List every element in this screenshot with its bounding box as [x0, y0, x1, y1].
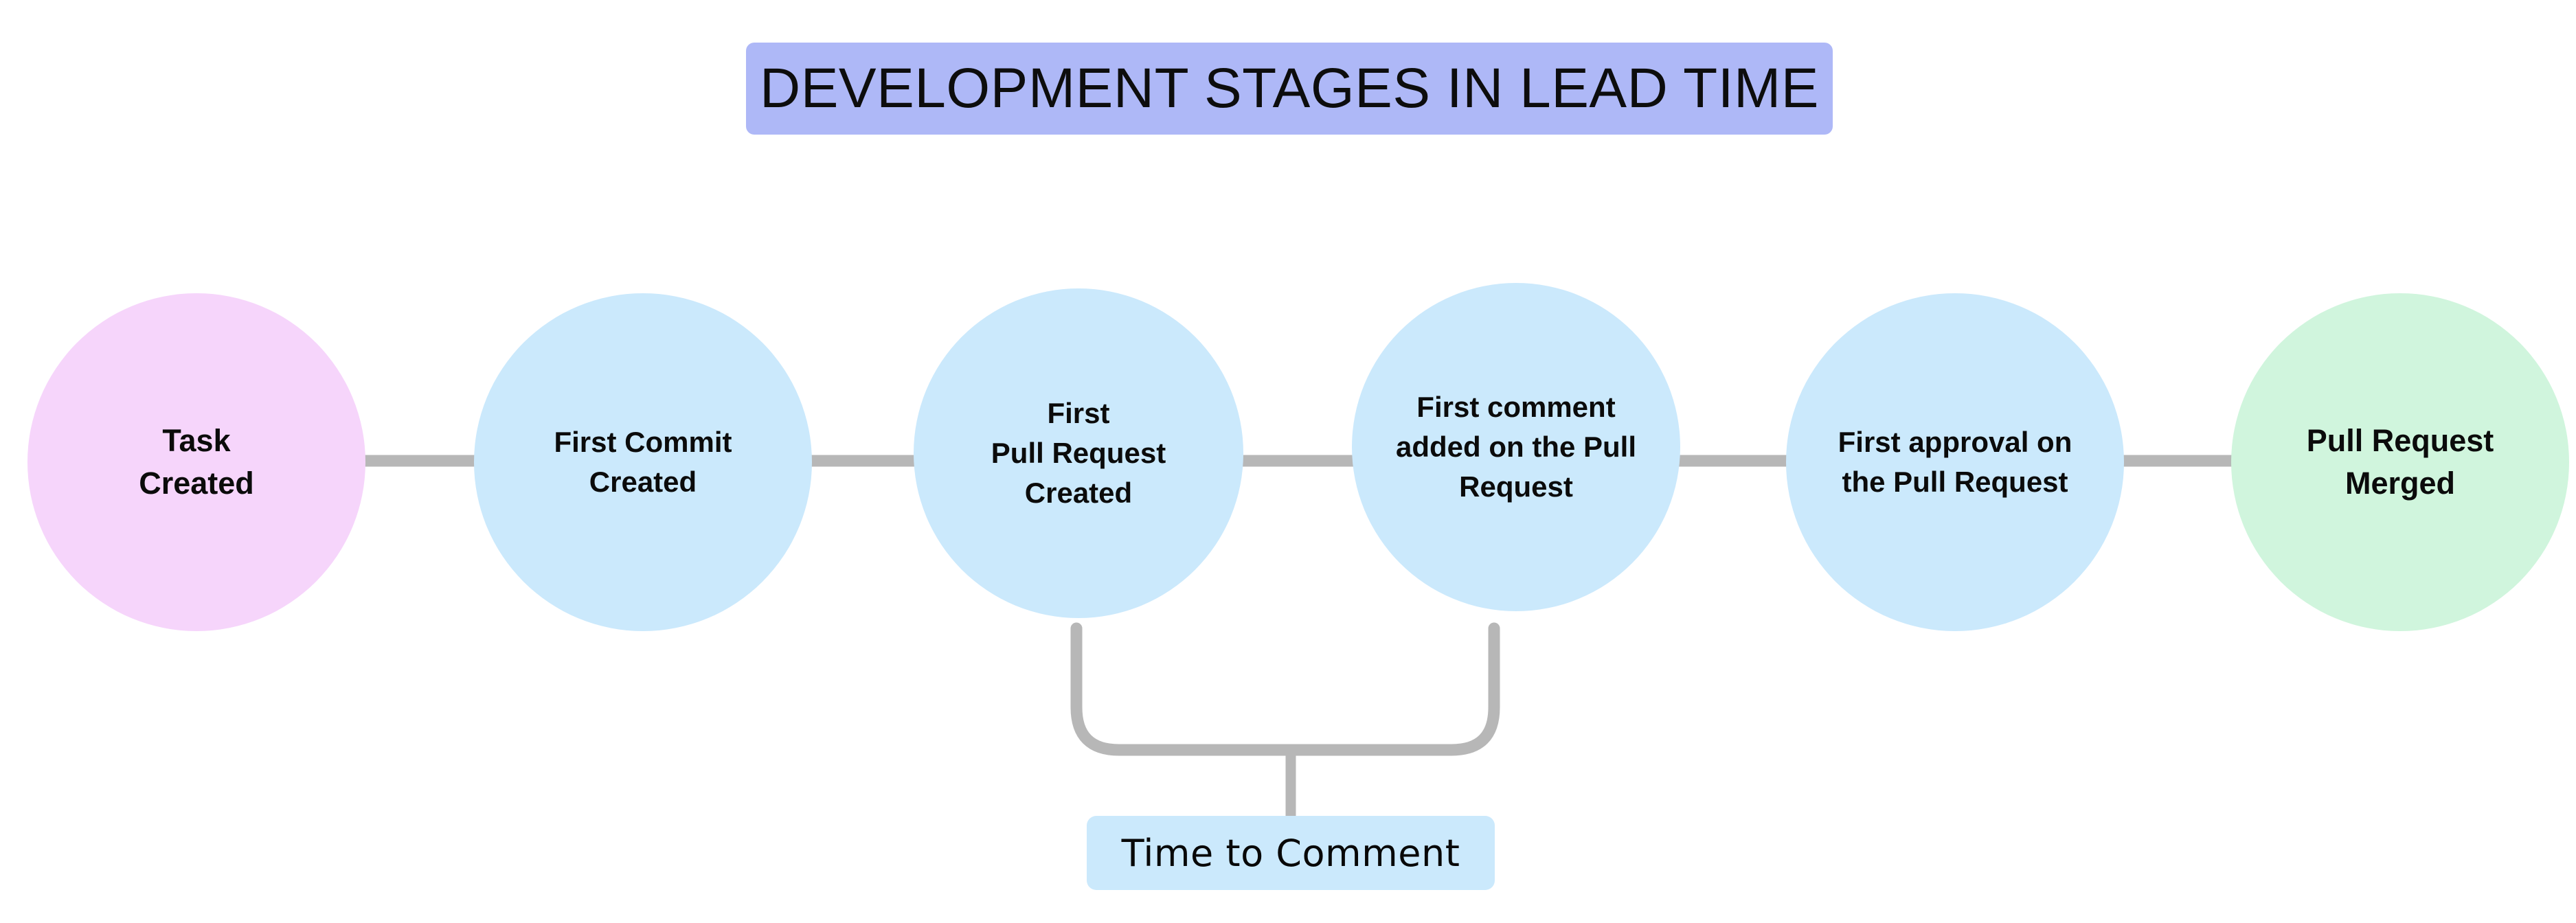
stage-label: First approval on the Pull Request [1838, 426, 2072, 498]
stage-label: First Commit Created [554, 426, 732, 498]
stage-node-pull-request-merged[interactable]: Pull Request Merged [2231, 293, 2569, 631]
stage-node-first-approval[interactable]: First approval on the Pull Request [1786, 293, 2124, 631]
stage-label: First Pull Request Created [991, 397, 1166, 509]
page-title: DEVELOPMENT STAGES IN LEAD TIME [760, 57, 1819, 119]
annotation-label-box[interactable]: Time to Comment [1087, 816, 1495, 890]
stage-label: First comment added on the Pull Request [1395, 391, 1636, 503]
annotation-label: Time to Comment [1121, 831, 1460, 875]
stage-node-task-created[interactable]: Task Created [27, 293, 365, 631]
stage-node-first-pull-request-created[interactable]: First Pull Request Created [914, 288, 1243, 618]
annotation-bracket [1070, 622, 1500, 756]
stage-label: Task Created [139, 422, 254, 501]
stage-node-first-commit-created[interactable]: First Commit Created [474, 293, 812, 631]
stage-node-first-comment-added[interactable]: First comment added on the Pull Request [1352, 283, 1680, 611]
diagram-title-banner: DEVELOPMENT STAGES IN LEAD TIME [746, 43, 1833, 135]
stage-label: Pull Request Merged [2306, 422, 2494, 501]
